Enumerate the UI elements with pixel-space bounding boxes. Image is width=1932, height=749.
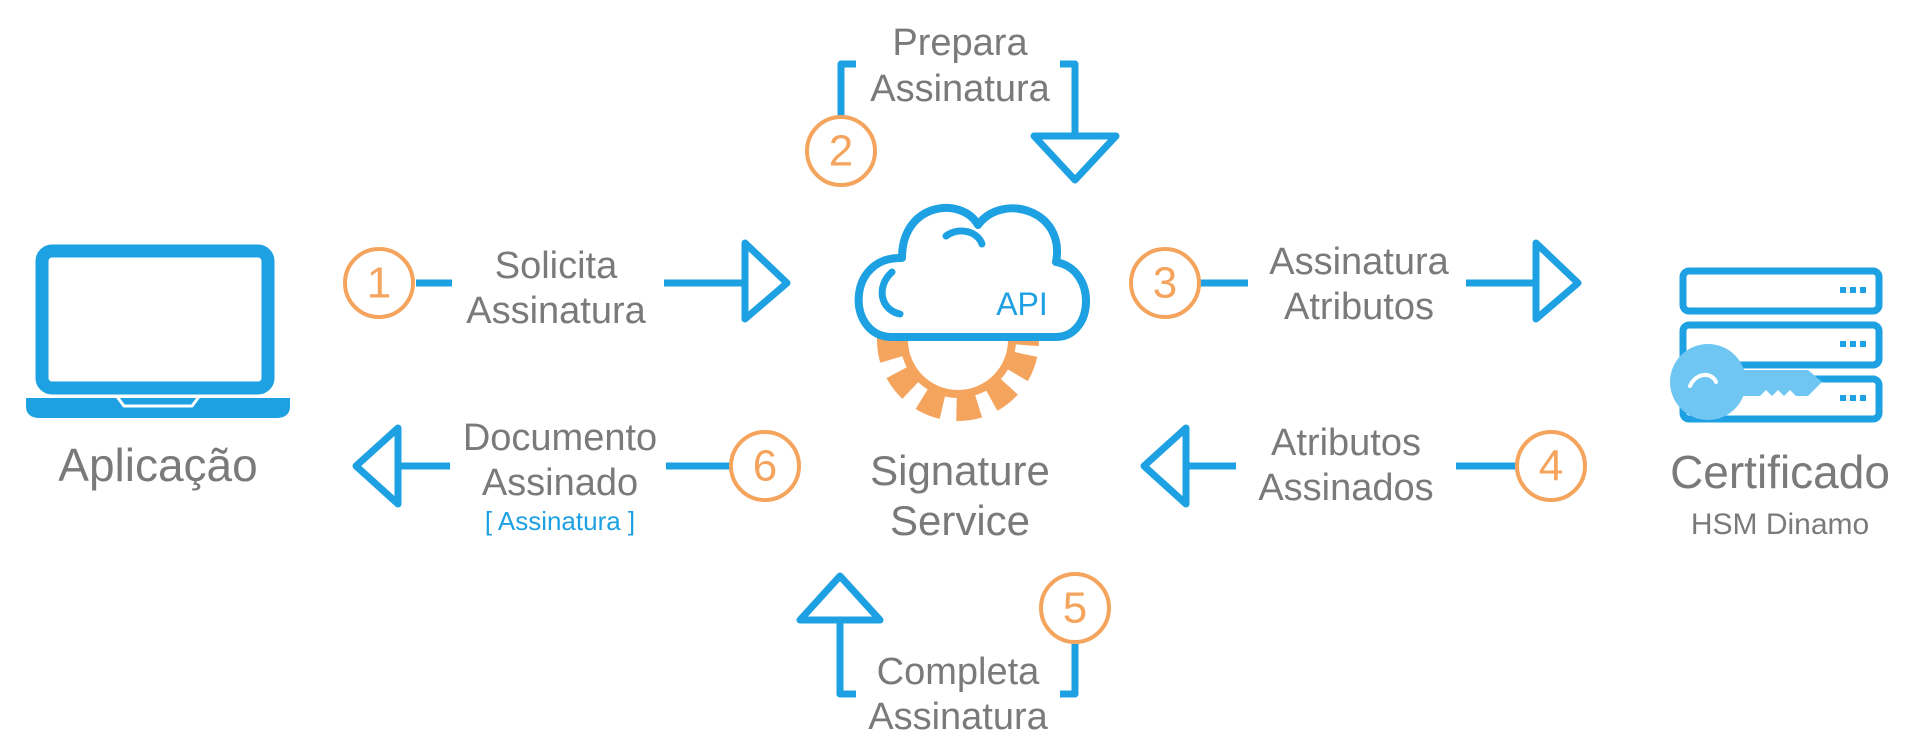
certificate-sublabel: HSM Dinamo: [1691, 508, 1869, 541]
step-4-flow: 4 Atributos Assinados: [1140, 422, 1587, 509]
step-1-number: 1: [367, 259, 391, 308]
step-1-line2: Assinatura: [466, 290, 646, 332]
step-4-number: 4: [1539, 442, 1563, 491]
step-3-number: 3: [1153, 259, 1177, 308]
step-5-number: 5: [1063, 584, 1087, 633]
service-title-line1: Signature: [870, 447, 1050, 494]
application-label: Aplicação: [58, 439, 257, 491]
step-1-flow: 1 Solicita Assinatura: [343, 239, 791, 332]
certificate-label: Certificado: [1670, 446, 1890, 498]
step-4-line1: Atributos: [1271, 422, 1421, 464]
step-3-badge: [1129, 247, 1201, 319]
step-6-line2: Assinado: [482, 462, 638, 504]
step-2-flow: 2 Prepara Assinatura: [805, 22, 1120, 187]
step-5-flow: 5 Completa Assinatura: [796, 572, 1111, 738]
service-title-line2: Service: [890, 497, 1030, 544]
step-5-line1: Completa: [877, 651, 1040, 693]
key-icon: [1670, 344, 1822, 420]
server-key-icon: [1670, 267, 1883, 423]
arrow-down-icon: [1030, 132, 1120, 184]
api-label: API: [996, 286, 1048, 322]
arrow-left-icon: [352, 424, 402, 508]
cloud-icon: [854, 203, 1090, 341]
arrow-left-icon: [1140, 424, 1190, 508]
step-4-badge: [1515, 430, 1587, 502]
step-3-line2: Atributos: [1284, 286, 1434, 328]
step-2-number: 2: [829, 127, 853, 176]
arrow-up-icon: [796, 572, 884, 624]
step-4-line2: Assinados: [1258, 467, 1433, 509]
step-1-line1: Solicita: [495, 245, 618, 287]
step-2-line2: Assinatura: [870, 68, 1050, 110]
step-6-badge: [729, 430, 801, 502]
step-1-badge: [343, 247, 415, 319]
step-3-line1: Assinatura: [1269, 241, 1449, 283]
arrow-right-icon: [1532, 239, 1582, 323]
step-6-line1: Documento: [463, 417, 657, 459]
step-6-line3: [ Assinatura ]: [485, 506, 635, 536]
arrow-right-icon: [741, 239, 791, 323]
step-6-flow: 6 Documento Assinado [ Assinatura ]: [352, 417, 801, 536]
step-5-line2: Assinatura: [868, 696, 1048, 738]
step-2-badge: [805, 115, 877, 187]
step-5-badge: [1039, 572, 1111, 644]
step-6-number: 6: [753, 442, 777, 491]
laptop-icon: [26, 244, 290, 418]
step-3-flow: 3 Assinatura Atributos: [1129, 239, 1582, 328]
step-2-line1: Prepara: [892, 22, 1028, 64]
